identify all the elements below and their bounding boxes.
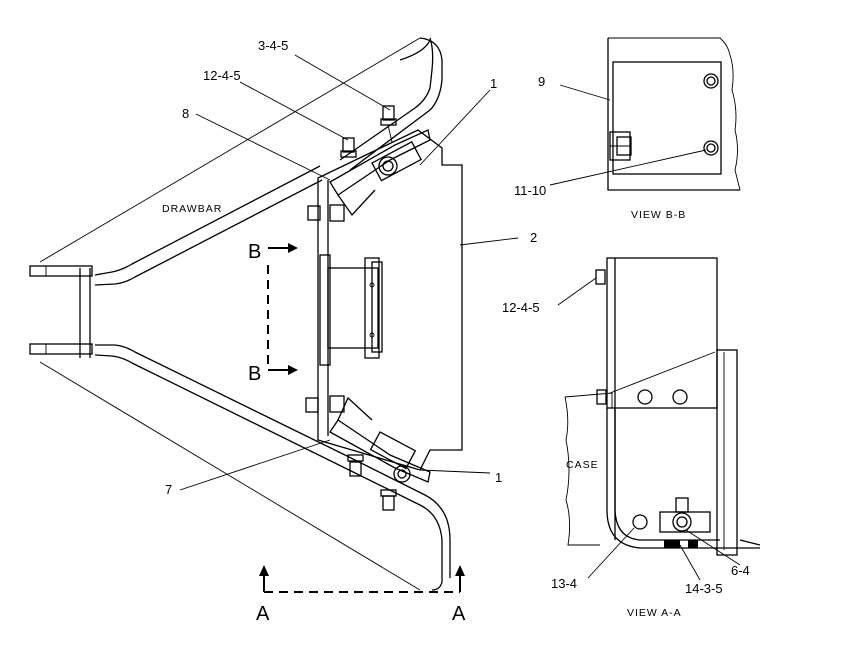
callout-3-4-5: 3-4-5 [258,38,288,53]
drawbar-outline [29,37,451,591]
callout-1-top: 1 [490,76,497,91]
callout-8: 8 [182,106,189,121]
section-b-label-bottom: B [248,363,261,385]
view-bb-label: VIEW B-B [631,209,686,221]
section-b-label-top: B [248,241,261,263]
upper-bracket [307,105,431,222]
callout-1-bottom: 1 [495,470,502,485]
main-leader-lines [179,54,519,491]
section-b-marker [267,243,298,375]
callout-6-4: 6-4 [731,563,750,578]
callout-7: 7 [165,482,172,497]
callout-9: 9 [538,74,545,89]
case-label: CASE [566,459,599,471]
section-a-label-left: A [256,603,270,625]
lower-bracket [305,395,431,511]
view-aa-label: VIEW A-A [627,607,682,619]
mounting-plate [317,129,463,471]
view-bb-drawing [549,37,741,191]
callout-13-4: 13-4 [551,576,577,591]
section-a-marker [259,565,465,593]
callout-12-4-5-right: 12-4-5 [502,300,540,315]
drawbar-label: DRAWBAR [162,203,222,215]
callout-12-4-5-top: 12-4-5 [203,68,241,83]
view-aa-drawing [557,257,761,581]
section-a-label-right: A [452,603,466,625]
callout-11-10: 11-10 [514,183,546,198]
callout-14-3-5: 14-3-5 [685,581,723,596]
callout-2: 2 [530,230,537,245]
